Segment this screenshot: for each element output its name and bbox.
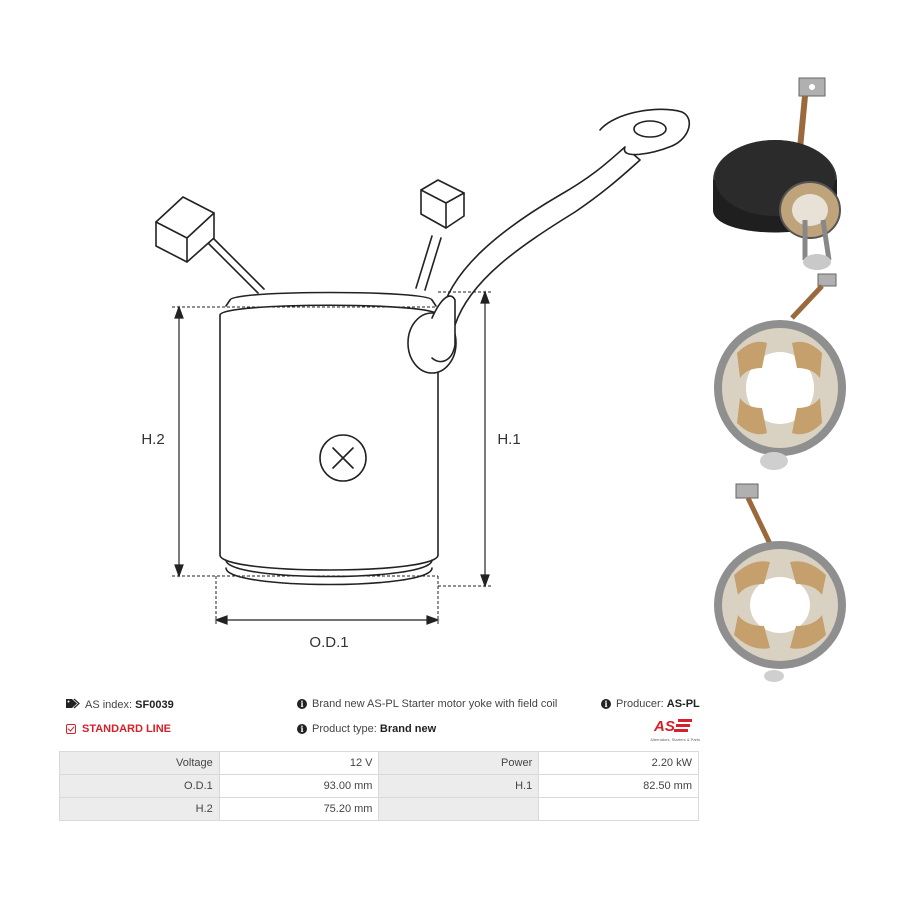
table-row: H.2 75.20 mm <box>59 797 699 821</box>
as-pl-logo: AS Alternators, Starters & Parts <box>650 718 700 742</box>
spec-label: H.1 <box>378 774 540 798</box>
h1-label: H.1 <box>497 431 520 448</box>
product-photo-interior-front <box>714 483 846 682</box>
product-photo-exterior <box>713 77 841 270</box>
table-row: Voltage 12 V Power 2.20 kW <box>59 751 699 775</box>
info-icon: i <box>297 699 307 709</box>
standard-line-badge: STANDARD LINE <box>66 723 171 735</box>
tags-icon <box>66 698 80 712</box>
producer-label: Producer: <box>616 698 664 710</box>
svg-text:Alternators, Starters & Parts: Alternators, Starters & Parts <box>650 737 700 742</box>
right-brush-lead <box>415 235 442 291</box>
spec-value: 12 V <box>218 751 380 775</box>
technical-drawing: H.2 H.1 O.D.1 <box>141 108 691 651</box>
product-type-value: Brand new <box>379 723 437 735</box>
h2-label: H.2 <box>141 431 164 448</box>
as-index-label: AS index: <box>85 699 133 711</box>
product-photo-interior-angled <box>714 273 846 470</box>
right-brush-block <box>420 179 465 229</box>
product-type-label: Product type: <box>312 723 377 735</box>
check-square-icon <box>66 724 76 734</box>
table-row: O.D.1 93.00 mm H.1 82.50 mm <box>59 774 699 798</box>
info-icon: i <box>297 724 307 734</box>
product-type-row: i Product type: Brand new <box>297 723 436 735</box>
description-row: i Brand new AS-PL Starter motor yoke wit… <box>297 698 557 710</box>
spec-table: Voltage 12 V Power 2.20 kW O.D.1 93.00 m… <box>59 751 699 821</box>
spec-label: Power <box>378 751 540 775</box>
left-brush-block <box>155 196 215 263</box>
as-index-value: SF0039 <box>135 699 174 711</box>
spec-label: Voltage <box>59 751 220 775</box>
description-text: Brand new AS-PL Starter motor yoke with … <box>312 698 558 710</box>
standard-line-label: STANDARD LINE <box>82 723 172 735</box>
terminal-strap <box>439 146 641 326</box>
spec-value: 2.20 kW <box>538 751 699 775</box>
spec-label <box>378 797 540 821</box>
spec-value: 93.00 mm <box>218 774 380 798</box>
spec-value: 82.50 mm <box>538 774 699 798</box>
svg-text:AS: AS <box>653 718 675 735</box>
od-label: O.D.1 <box>309 634 348 651</box>
spec-label: O.D.1 <box>59 774 220 798</box>
info-icon: i <box>601 699 611 709</box>
center-mark <box>319 434 367 482</box>
spec-value: 75.20 mm <box>218 797 380 821</box>
yoke-body <box>219 314 439 571</box>
producer-value: AS-PL <box>666 698 700 710</box>
spec-value <box>538 797 699 821</box>
producer-row: i Producer: AS-PL <box>601 698 700 710</box>
as-index-row: AS index: SF0039 <box>66 698 174 712</box>
left-brush-lead <box>199 234 259 294</box>
spec-label: H.2 <box>59 797 220 821</box>
